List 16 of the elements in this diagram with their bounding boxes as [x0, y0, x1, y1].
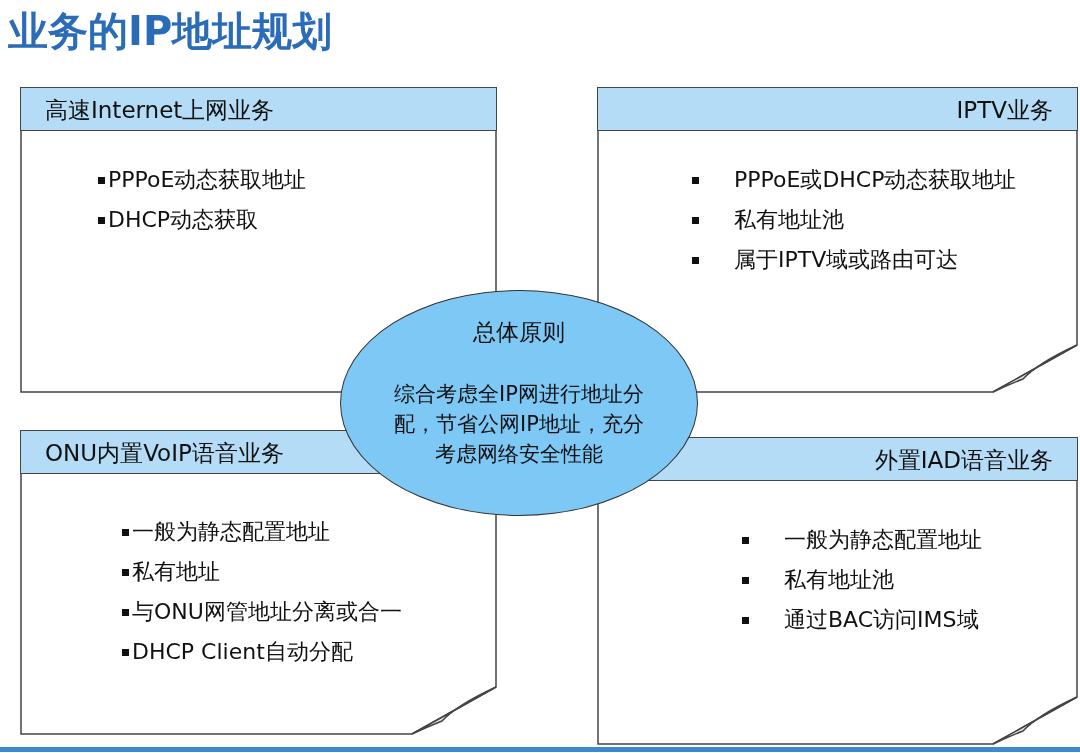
- bullet-item: 属于IPTV域或路由可达: [734, 246, 960, 274]
- bullet-item: 私有地址池: [784, 566, 895, 594]
- bullet-item: 私有地址: [132, 558, 221, 586]
- bullet-item: 通过BAC访问IMS域: [784, 606, 980, 634]
- bullet-item: DHCP Client自动分配: [132, 638, 354, 666]
- ellipse-heading: 总体原则: [472, 318, 566, 347]
- bullet-item: 与ONU网管地址分离或合一: [132, 598, 403, 626]
- bullet-item: DHCP动态获取: [108, 206, 260, 234]
- card-heading: 高速Internet上网业务: [20, 87, 497, 131]
- slide-title: 业务的IP地址规划: [8, 7, 333, 56]
- bullet-item: 私有地址池: [734, 206, 845, 234]
- card-heading: IPTV业务: [597, 87, 1078, 131]
- bullet-item: 一般为静态配置地址: [132, 518, 331, 546]
- bullet-item: 一般为静态配置地址: [784, 526, 983, 554]
- bullet-item: PPPoE或DHCP动态获取地址: [734, 166, 1018, 194]
- bullet-item: PPPoE动态获取地址: [108, 166, 308, 194]
